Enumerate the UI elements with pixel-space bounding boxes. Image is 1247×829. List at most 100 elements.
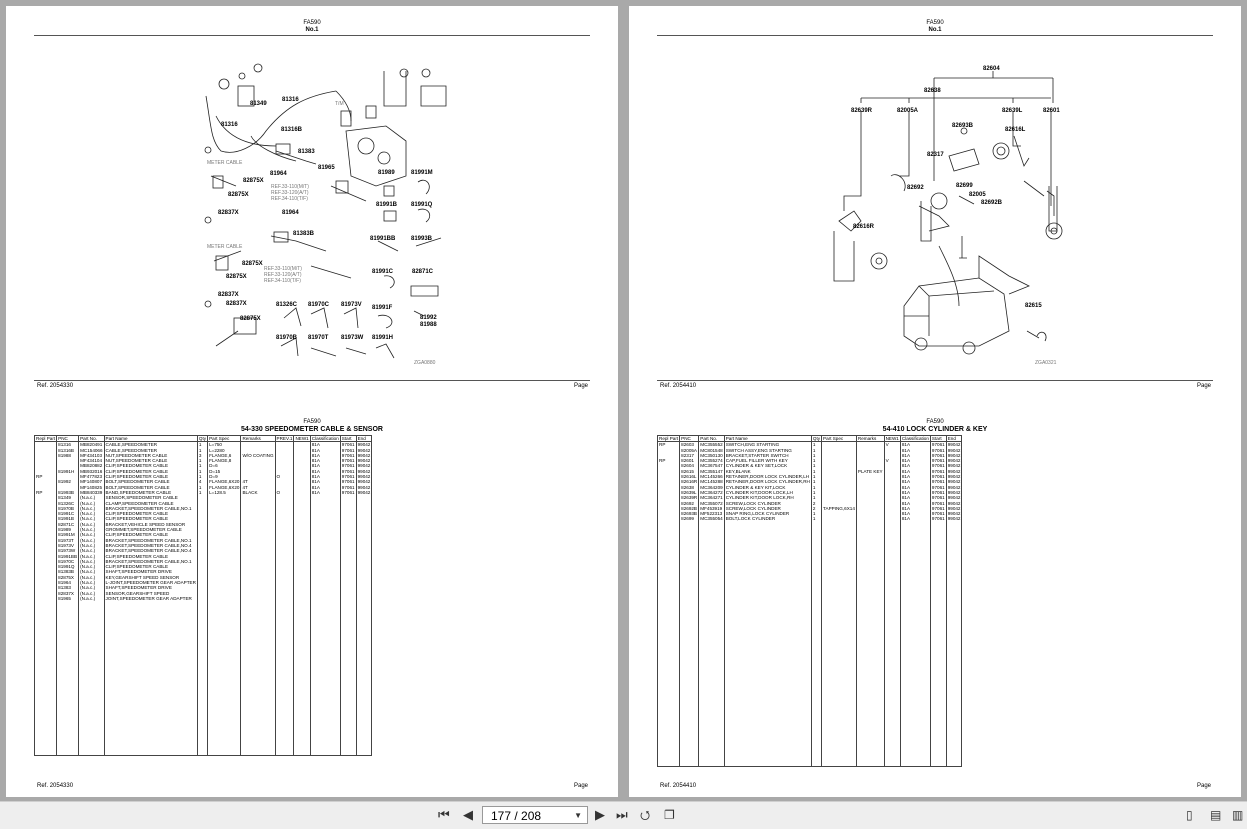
table-cell [33,553,58,559]
left-diagram-model: FA590 [303,20,321,26]
table-cell: 81A [899,447,931,453]
table-cell [240,590,276,596]
table-cell [883,489,901,496]
table-cell [33,495,58,501]
table-cell: 99042 [945,511,963,517]
table-cell: 2 [810,500,823,506]
table-cell: (N.a.c.) [78,553,105,559]
table-cell [207,558,242,565]
divider [657,380,1213,381]
rotate-page-icon[interactable]: ⭯ [640,808,651,822]
callout: 81991F [372,305,393,311]
table-cell [355,532,373,538]
table-cell: 81973W [56,548,80,554]
table-cell [240,569,276,575]
table-cell [207,505,242,512]
left-parts-sheet: FA590 54-330 SPEEDOMETER CABLE & SENSOR … [6,403,618,797]
table-cell: MF140807 [78,479,105,485]
callout: 81973V [341,302,362,308]
table-cell [240,532,276,538]
table-cell [309,558,341,565]
table-cell: 99042 [355,458,373,464]
last-page-icon[interactable]: ⏭ [616,807,628,822]
table-cell [207,590,242,596]
table-cell [355,511,373,517]
page-number-select[interactable]: 177 / 208 ▼ [482,806,588,824]
right-diagram-sheet: FA590 No.1 [629,6,1241,400]
table-cell: MF434103 [78,452,105,459]
table-cell [240,527,276,533]
table-cell: TAPPING,6X14 [821,505,857,512]
table-cell [309,590,341,596]
table-cell [821,489,857,496]
first-page-icon[interactable]: ⏮ [438,807,450,822]
table-cell: 99042 [945,500,963,506]
callout: 81970T [308,335,329,341]
table-cell [196,548,209,554]
table-cell: 2 [810,505,823,512]
table-cell: (N.a.c.) [78,548,105,554]
table-cell [33,505,58,512]
column-header: Part No. [698,434,725,443]
table-cell [821,452,857,459]
table-cell: 99042 [355,468,373,475]
table-cell [293,463,311,469]
table-cell [309,569,341,575]
continuous-view-icon[interactable]: ▤ [1210,808,1222,822]
callout: 82601 [1043,108,1060,114]
table-cell: (N.a.c.) [78,595,105,602]
note: T/M [335,101,344,107]
table-cell [196,580,209,586]
table-cell: 99042 [945,505,963,512]
table-row: 81991C(N.a.c.)CLIP,SPEEDOMETER CABLE [33,511,373,517]
copy-page-icon[interactable]: ❐ [664,808,675,822]
left-diagram-sheet: FA590 No.1 [6,6,618,400]
two-page-view-icon[interactable]: ▥ [1232,808,1244,822]
table-cell: MC355274 [698,458,725,464]
column-header: Remarks [240,434,276,443]
table-cell [240,463,276,469]
callout: 82005A [897,108,919,114]
table-cell: 1 [810,474,823,480]
table-cell: BLACK [240,489,276,496]
table-cell [821,474,857,480]
note: REF.33-120(A/T) [264,272,302,278]
table-cell: MB932016 [78,468,105,475]
single-page-view-icon[interactable]: ▯ [1186,808,1193,822]
table-cell: V [883,458,901,464]
table-cell [196,542,209,549]
column-header: Classification [899,434,931,443]
table-row: 81989(N.a.c.)GROMMET,SPEEDOMETER CABLE [33,527,373,533]
table-cell [309,574,341,581]
table-cell [883,479,901,485]
note: REF.33-110(M/T) [271,184,309,190]
previous-page-icon[interactable]: ◀ [463,807,473,822]
ref-label: Ref. 2054330 [37,383,74,389]
table-cell [196,574,209,581]
table-cell [293,558,311,565]
table-cell: D=9 [207,474,242,480]
callout: 82693B [952,123,974,129]
column-header: End [945,434,963,443]
next-page-icon[interactable]: ▶ [595,807,605,822]
table-cell [355,585,373,591]
table-cell: 81A [309,474,341,480]
callout: 81383B [293,231,315,237]
callout: 82875X [240,316,261,322]
table-cell [309,537,341,543]
callout: 82875X [226,274,247,280]
table-cell [656,484,681,490]
column-header: NEW1 [293,434,311,443]
table-cell [240,474,276,480]
column-header: Qty [810,434,823,443]
table-cell: 99042 [945,516,963,522]
column-header: NEW1 [883,434,901,443]
table-cell [293,580,311,586]
table-cell [355,505,373,512]
table-cell: 99042 [945,452,963,459]
table-cell: 82616R [679,479,700,485]
